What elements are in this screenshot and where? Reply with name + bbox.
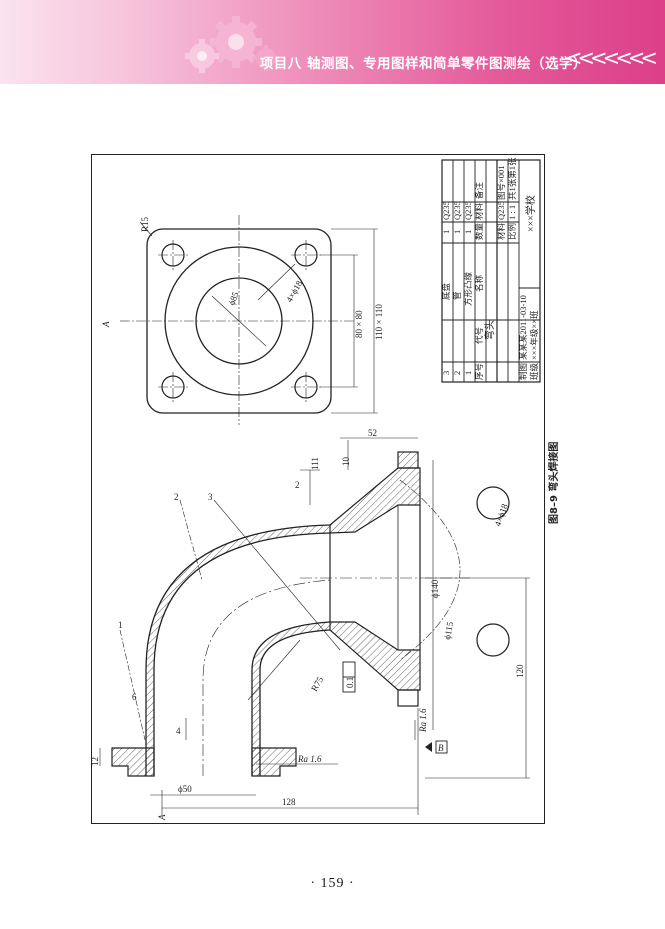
row-no: 2 [452,371,462,375]
leader-3: 3 [208,492,213,502]
dim-110x110: 110 × 110 [374,304,384,340]
dim-top-holes: 4×ϕ18 [284,278,305,304]
dim-80x80: 80 × 80 [354,310,364,338]
material-label: 材料 [496,222,506,240]
weld-symbol-2: 2 [295,480,300,490]
part-qty: 1 [441,230,451,234]
header-code: 代号 [474,327,484,344]
dim-10: 10 [341,457,351,467]
weld-process-111: 111 [310,457,320,470]
sheet-count: 共1张第1张 [507,157,517,200]
figure-caption: 图8–9 弯头焊接图 [547,442,560,524]
dim-r15: R15 [140,216,150,232]
header-note: 备注 [474,181,484,199]
drawing-no-value: ×001 [496,165,506,183]
part-name: 方形凸缘 [463,271,473,306]
scale-value: 1 : 1 [507,205,517,220]
dim-120: 120 [515,664,525,678]
school-name: ×××学校 [524,195,537,232]
header-material: 材料 [474,202,484,220]
drawing-no-label: 图号 [496,183,506,200]
dim-main-holes: 4×ϕ18 [492,502,510,528]
part-material: Q235 [452,201,462,220]
dim-128: 128 [282,797,296,807]
page-number: · 159 · [310,876,355,891]
part-qty: 1 [452,230,462,234]
roughness-1: Ra 1.6 [418,708,428,733]
dim-52: 52 [368,428,377,438]
top-view-flange: 80 × 80 110 × 110 ϕ85 4×ϕ18 R15 A [101,215,384,425]
header-no: 序号 [474,363,484,380]
dim-r75: R75 [309,675,325,693]
dim-d85: ϕ85 [226,290,240,307]
part-name: 管 [452,291,462,300]
section-mark-main: A [157,814,167,821]
section-mark-top: A [101,321,111,328]
datum-letter: B [438,743,444,753]
chapter-title: 项目八 轴测图、专用图样和简单零件图测绘（选学） [259,56,587,72]
part-name: 底盘 [441,282,451,300]
roughness-2: Ra 1.6 [297,754,322,764]
header-name: 名称 [474,274,484,292]
weld-size-4: 4 [176,726,181,736]
drawn-label: 制图 [518,363,528,380]
scale-label: 比例 [507,223,517,240]
dim-d115: ϕ115 [442,620,455,640]
title-block: 3 2 1 序号 代号 名称 数量 材料 备注 底盘 管 方形凸缘 1 1 1 … [441,157,541,383]
part-material: Q235 [463,201,473,220]
part-qty: 1 [463,230,473,234]
dim-d140: ϕ140 [430,579,440,598]
material-value: Q235 [496,201,506,220]
weld-size-6: 6 [132,692,137,702]
gear-icon [185,16,279,73]
header-qty: 数量 [474,222,484,240]
tolerance-value: 0.1 [345,677,355,688]
part-material: Q235 [441,201,451,220]
header-chevrons: <<<<<<< [564,46,658,70]
drawn-value: 某某某2011-03-10 [518,295,528,360]
leader-1: 1 [118,620,123,630]
elbow-section-view: 52 10 ϕ140 ϕ115 4×ϕ18 120 128 ϕ50 12 R75… [90,428,560,821]
part-title: 弯头 [483,320,496,340]
page-header-band [0,0,665,84]
dim-d50: ϕ50 [178,784,192,794]
row-no: 1 [463,371,473,375]
dim-12: 12 [90,757,100,766]
row-no: 3 [441,371,451,375]
class-value: ×××年级××班 [529,310,539,360]
leader-2: 2 [174,492,179,502]
class-label: 班级 [529,362,539,380]
drawing-frame [91,154,545,824]
